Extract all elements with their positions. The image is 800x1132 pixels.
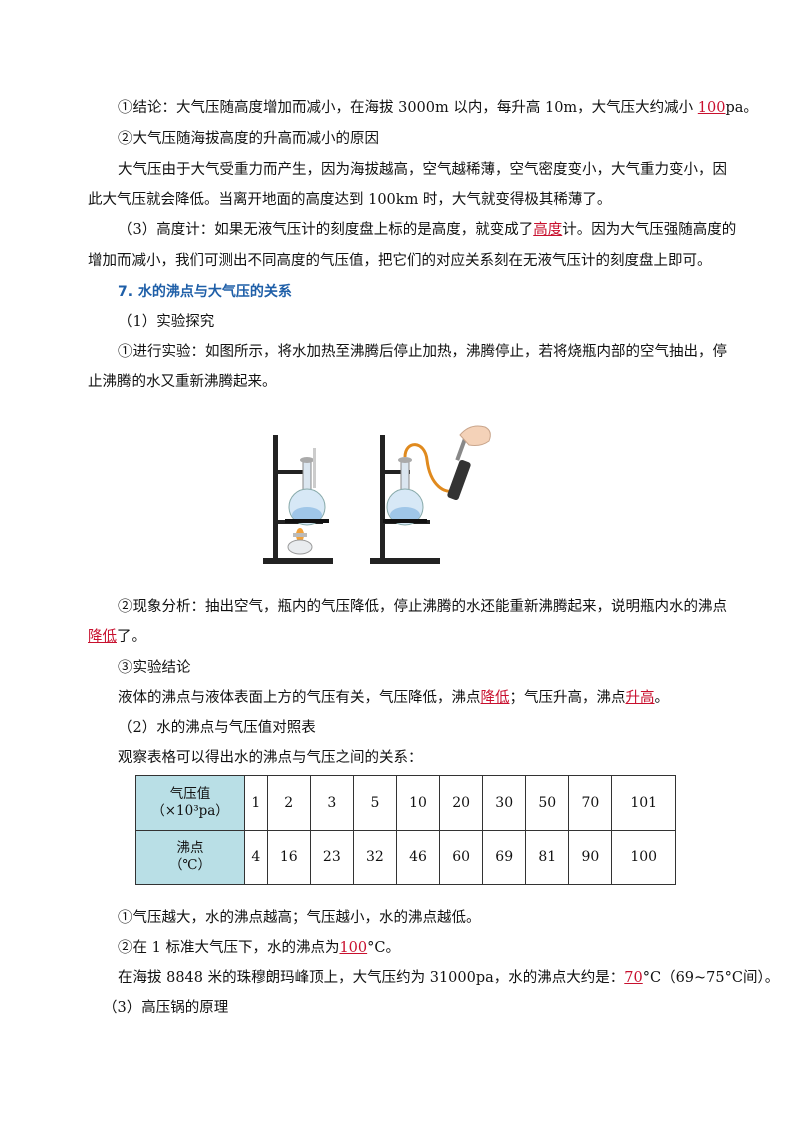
text: ①结论：大气压随高度增加而减小，在海拔 3000m 以内，每升高 10m，大气压…	[118, 100, 698, 116]
text: （℃）	[168, 857, 212, 874]
table-cell: 101	[611, 775, 676, 831]
text: ；气压升高，沸点	[509, 690, 626, 706]
answer-lower: 降低	[88, 629, 117, 645]
text: 液体的沸点与液体表面上方的气压有关，气压降低，沸点	[118, 690, 481, 706]
text: （×10³pa）	[151, 802, 229, 819]
table-cell: 70	[568, 775, 613, 831]
text: 了。	[117, 629, 146, 645]
answer-100: 100	[697, 100, 726, 116]
boiling-point-table: 气压值 （×10³pa） 1 2 3 5 10 20 30 50 70 101 …	[135, 775, 676, 885]
table-cell: 30	[482, 775, 527, 831]
text: （3）高度计：如果无液气压计的刻度盘上标的是高度，就变成了	[118, 222, 534, 238]
table-cell: 81	[525, 829, 570, 885]
relation-line-2: ②在 1 标准大气压下，水的沸点为100°C。	[118, 938, 400, 958]
text: 气压值	[169, 785, 211, 802]
conclusion-line: ①结论：大气压随高度增加而减小，在海拔 3000m 以内，每升高 10m，大气压…	[118, 98, 758, 118]
table-cell: 10	[395, 775, 441, 831]
table-cell: 20	[439, 775, 484, 831]
text: 计。因为大气压强随高度的	[562, 222, 737, 238]
table-cell: 50	[525, 775, 570, 831]
pressure-cooker-heading: （3）高压锅的原理	[103, 1000, 229, 1016]
answer-altitude: 高度	[533, 222, 563, 238]
table-cell: 60	[439, 829, 484, 885]
table-cell: 100	[611, 829, 676, 885]
section-7-heading: 7. 水的沸点与大气压的关系	[118, 284, 292, 300]
reason-text-2: 此大气压就会降低。当离开地面的高度达到 100km 时，大气就变得极其稀薄了。	[88, 192, 612, 208]
reason-text-1: 大气压由于大气受重力而产生，因为海拔越高，空气越稀薄，空气密度变小，大气重力变小…	[118, 162, 727, 178]
answer-100: 100	[339, 940, 368, 956]
conclusion-heading: ③实验结论	[118, 660, 191, 676]
altimeter-line: （3）高度计：如果无液气压计的刻度盘上标的是高度，就变成了高度计。因为大气压强随…	[118, 220, 736, 240]
table-cell: 2	[266, 775, 311, 831]
text: 在海拔 8848 米的珠穆朗玛峰顶上，大气压约为 31000pa，水的沸点大约是…	[118, 970, 625, 986]
altimeter-line-2: 增加而减小，我们可测出不同高度的气压值，把它们的对应关系刻在无液气压计的刻度盘上…	[88, 253, 712, 269]
reason-heading: ②大气压随海拔高度的升高而减小的原因	[118, 131, 379, 147]
table-cell: 4	[244, 829, 268, 885]
table-cell: 16	[266, 829, 311, 885]
experiment-heading: （1）实验探究	[118, 314, 215, 330]
table-cell: 5	[352, 775, 397, 831]
table-cell: 46	[395, 829, 441, 885]
experiment-text-1: ①进行实验：如图所示，将水加热至沸腾后停止加热，沸腾停止，若将烧瓶内部的空气抽出…	[118, 344, 727, 360]
text: 。	[654, 690, 670, 706]
boiling-experiment-figure	[263, 425, 491, 564]
table-intro: 观察表格可以得出水的沸点与气压之间的关系：	[118, 750, 423, 766]
text: 沸点	[176, 840, 204, 857]
row-header-boiling: 沸点 （℃）	[135, 829, 245, 885]
table-cell: 90	[568, 829, 613, 885]
text: °C。	[367, 940, 400, 956]
experiment-text-2: 止沸腾的水又重新沸腾起来。	[88, 374, 277, 390]
text: ②在 1 标准大气压下，水的沸点为	[118, 940, 340, 956]
row-header-pressure: 气压值 （×10³pa）	[135, 775, 245, 831]
conclusion-text: 液体的沸点与液体表面上方的气压有关，气压降低，沸点降低；气压升高，沸点升高。	[118, 688, 669, 708]
relation-line-1: ①气压越大，水的沸点越高；气压越小，水的沸点越低。	[118, 910, 481, 926]
analysis-line-2: 降低了。	[88, 627, 146, 647]
table-cell: 1	[244, 775, 268, 831]
table-cell: 3	[309, 775, 354, 831]
table-cell: 69	[482, 829, 527, 885]
answer-lower: 降低	[480, 690, 510, 706]
everest-line: 在海拔 8848 米的珠穆朗玛峰顶上，大气压约为 31000pa，水的沸点大约是…	[118, 968, 779, 988]
answer-higher: 升高	[625, 690, 655, 706]
table-heading: （2）水的沸点与气压值对照表	[118, 720, 316, 736]
text: °C（69~75°C间）。	[642, 970, 780, 986]
table-cell: 32	[352, 829, 397, 885]
table-cell: 23	[309, 829, 354, 885]
analysis-line-1: ②现象分析：抽出空气，瓶内的气压降低，停止沸腾的水还能重新沸腾起来，说明瓶内水的…	[118, 599, 727, 615]
table-row: 沸点 （℃） 4 16 23 32 46 60 69 81 90 100	[135, 829, 676, 885]
answer-70: 70	[624, 970, 643, 986]
text: pa。	[725, 100, 758, 116]
table-row: 气压值 （×10³pa） 1 2 3 5 10 20 30 50 70 101	[135, 775, 676, 831]
